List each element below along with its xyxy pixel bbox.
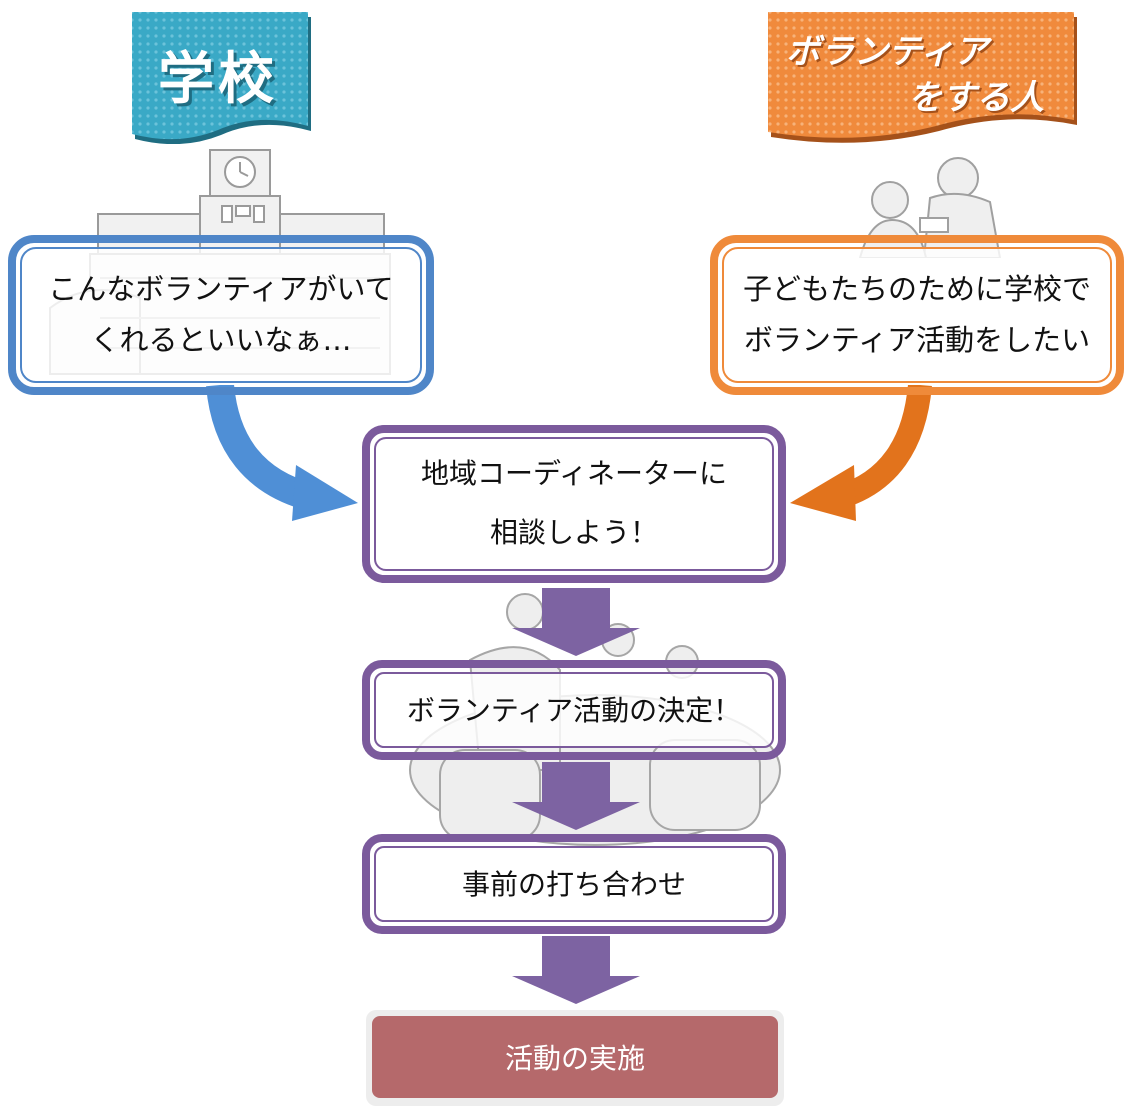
consult-box: 地域コーディネーターに 相談しよう！ [362,425,786,583]
meeting-text: 事前の打ち合わせ [374,846,774,922]
meeting-box: 事前の打ち合わせ [362,834,786,934]
down-arrow-2 [512,762,640,830]
consult-text: 地域コーディネーターに 相談しよう！ [374,437,774,571]
school-wish-text: こんなボランティアがいて くれるといいなぁ… [20,247,422,383]
volunteer-banner: ボランティア をする人 [766,8,1080,148]
implement-box: 活動の実施 [366,1010,784,1106]
volunteer-wish-text: 子どもたちのために学校で ボランティア活動をしたい [722,247,1112,383]
decide-text: ボランティア活動の決定！ [374,672,774,748]
down-arrow-1 [512,588,640,656]
down-arrow-3 [512,936,640,1004]
school-banner: 学校 [128,8,314,144]
volunteer-banner-line1: ボランティア [786,32,988,72]
volunteer-wish-box: 子どもたちのために学校で ボランティア活動をしたい [710,235,1124,395]
school-wish-box: こんなボランティアがいて くれるといいなぁ… [8,235,434,395]
volunteer-banner-line2: をする人 [908,78,1044,118]
implement-text: 活動の実施 [372,1016,778,1098]
left-curved-arrow [206,385,358,521]
right-curved-arrow [790,385,932,521]
decide-box: ボランティア活動の決定！ [362,660,786,760]
school-banner-text: 学校 [158,47,278,112]
